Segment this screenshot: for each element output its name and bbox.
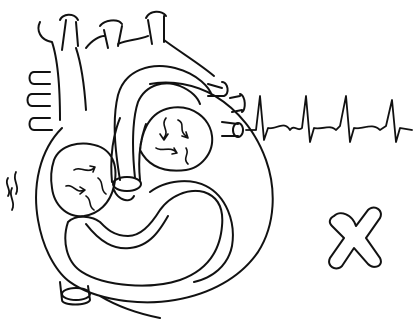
vessel-connector-2 xyxy=(118,36,148,44)
right-ventricle xyxy=(65,191,222,286)
ecg-trace xyxy=(246,96,412,142)
vibration-line-2 xyxy=(15,172,17,194)
flow-arrow-right-atrium-2 xyxy=(66,186,85,194)
left-vessel-2 xyxy=(28,94,51,106)
flow-arrow-left-atrium-2 xyxy=(178,120,188,138)
flow-arrow-left-atrium-1 xyxy=(160,118,168,140)
superior-vena-cava-inner xyxy=(76,48,86,110)
vessel-connector xyxy=(86,36,104,48)
flow-arrow-right-atrium-1 xyxy=(74,166,95,172)
left-vessel-3 xyxy=(30,118,53,130)
pulmonary-vessel-lower xyxy=(222,122,238,136)
ecg-waveform-icon xyxy=(246,96,412,142)
heart-cross-section-icon xyxy=(28,12,273,318)
top-vessel-left xyxy=(60,15,78,50)
pulmonary-vessel-ring xyxy=(233,123,243,137)
vibration-line-3 xyxy=(11,188,13,210)
aortic-tube-right xyxy=(139,124,146,180)
flow-arrow-left-atrium-4 xyxy=(186,148,188,164)
flow-arrow-left-atrium-3 xyxy=(156,148,177,154)
inferior-vena-cava-opening xyxy=(62,288,90,300)
left-atrium xyxy=(140,107,212,170)
top-vessel-right xyxy=(146,12,166,44)
left-vessel-1 xyxy=(30,72,51,84)
x-mark-outline xyxy=(329,208,381,269)
descending-vessel xyxy=(100,296,160,318)
x-mark-icon xyxy=(329,208,381,269)
vibration-line-1 xyxy=(7,178,9,196)
aortic-valve xyxy=(113,177,141,191)
flow-arrow-right-atrium-4 xyxy=(98,178,106,194)
flow-arrow-right-atrium-3 xyxy=(86,196,94,210)
right-atrium xyxy=(51,144,115,217)
vessel-connector-3 xyxy=(164,40,214,76)
vibration-lines-icon xyxy=(7,172,17,210)
